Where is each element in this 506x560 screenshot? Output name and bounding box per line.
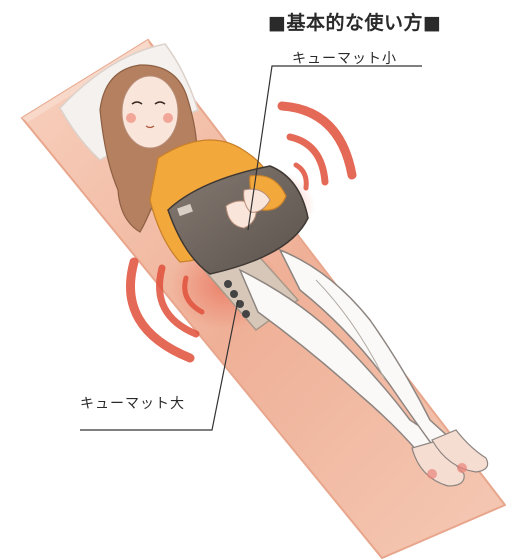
label-mat-large: キューマット大	[80, 393, 185, 413]
face	[122, 76, 178, 148]
label-mat-small: キューマット小	[292, 48, 397, 68]
page-title: ■基本的な使い方■	[268, 8, 441, 35]
